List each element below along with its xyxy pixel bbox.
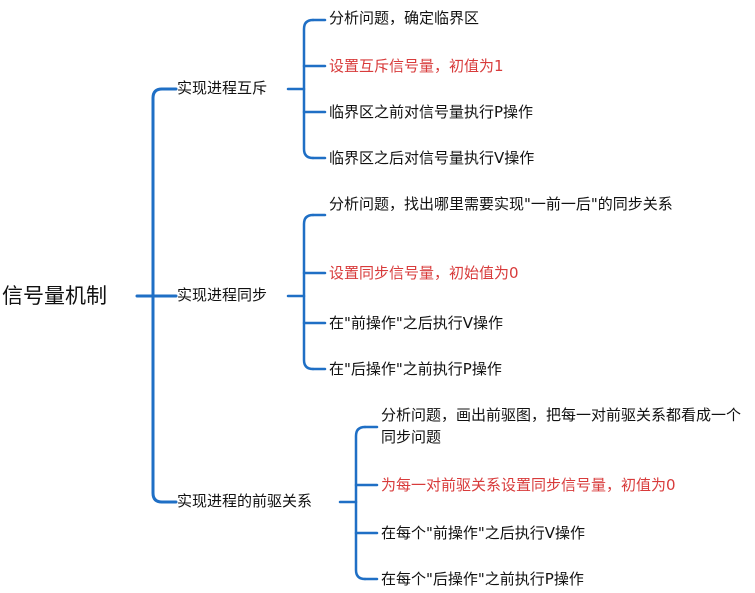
leaf-mutual-exclusion-1: 分析问题，确定临界区 (329, 9, 480, 27)
leaf-precedence-3: 在每个"前操作"之后执行V操作 (381, 524, 586, 542)
leaf-precedence-4: 在每个"后操作"之前执行P操作 (381, 570, 584, 588)
branch-node-precedence: 实现进程的前驱关系 (177, 492, 313, 510)
branch-1-trunk (302, 18, 315, 160)
root-node: 信号量机制 (2, 284, 107, 308)
leaf-precedence-1: 分析问题，画出前驱图，把每一对前驱关系都看成一个同步问题 (381, 406, 742, 446)
branch-node-synchronization: 实现进程同步 (177, 286, 268, 304)
branch-node-mutual-exclusion: 实现进程互斥 (177, 79, 268, 97)
branch-2-trunk (302, 213, 315, 371)
leaf-mutual-exclusion-4: 临界区之后对信号量执行V操作 (329, 149, 535, 167)
leaf-mutual-exclusion-3: 临界区之前对信号量执行P操作 (329, 103, 534, 121)
leaf-precedence-2: 为每一对前驱关系设置同步信号量，初值为0 (381, 476, 676, 494)
leaf-synchronization-3: 在"前操作"之后执行V操作 (329, 314, 504, 332)
leaf-synchronization-4: 在"后操作"之前执行P操作 (329, 360, 502, 378)
leaf-synchronization-1: 分析问题，找出哪里需要实现"一前一后"的同步关系 (329, 195, 673, 213)
leaf-synchronization-2: 设置同步信号量，初始值为0 (329, 264, 519, 282)
branch-3-trunk (354, 425, 367, 581)
leaf-mutual-exclusion-2: 设置互斥信号量，初值为1 (329, 57, 504, 75)
